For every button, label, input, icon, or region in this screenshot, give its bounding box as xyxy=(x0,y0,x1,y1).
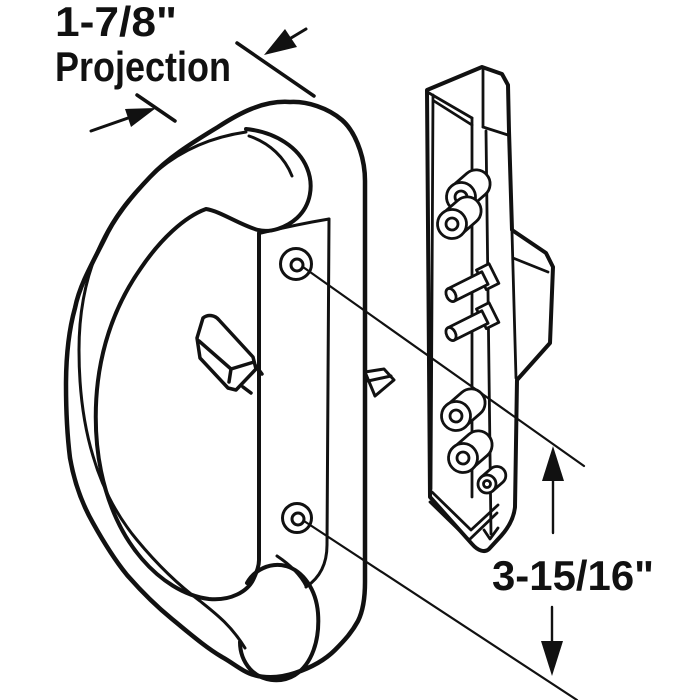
projection-dimension-word: Projection xyxy=(55,43,231,90)
arrow-down-left-icon xyxy=(264,29,297,55)
dimension-layer xyxy=(89,27,586,700)
arrow-up-icon xyxy=(542,446,564,481)
spindle xyxy=(363,367,396,398)
screw-hole-top xyxy=(279,247,313,281)
dimension-arrow-down xyxy=(541,605,563,676)
hole-spacing-dimension-value: 3-15/16" xyxy=(492,552,654,599)
thumb-latch-lever xyxy=(195,313,264,395)
backplate-panel-right-edge xyxy=(304,217,331,589)
handle-grip-inner-edge xyxy=(93,127,313,602)
reference-line-top-hole xyxy=(301,265,586,468)
pin-upper xyxy=(444,262,501,303)
arrow-down-icon xyxy=(541,641,563,676)
backplate-panel-top-edge xyxy=(259,217,331,235)
bushing-bottom-right xyxy=(440,387,487,432)
top-bulb-highlight xyxy=(247,134,294,178)
bushing-top-left xyxy=(436,195,483,240)
keeper-plate-group xyxy=(425,65,555,554)
projection-arrow-upper xyxy=(264,27,308,55)
dimension-arrow-up xyxy=(542,446,564,535)
keeper-inner-lines xyxy=(427,68,550,542)
projection-witness-line-outer xyxy=(235,41,316,98)
projection-arrow-lower xyxy=(89,108,156,133)
screw-hole-bottom xyxy=(281,502,313,534)
door-handle-group xyxy=(63,99,396,683)
grip-thickness-line xyxy=(77,130,248,650)
bushing-small-bottom xyxy=(476,465,508,495)
pin-lower xyxy=(444,301,501,342)
bottom-bulb xyxy=(238,563,321,683)
projection-dimension-value: 1-7/8" xyxy=(55,0,177,45)
backplate-bottom-cove xyxy=(275,554,308,588)
bushing-bottom-left xyxy=(447,429,494,474)
reference-line-bottom-hole xyxy=(302,519,579,700)
arrow-up-right-icon xyxy=(125,108,156,127)
